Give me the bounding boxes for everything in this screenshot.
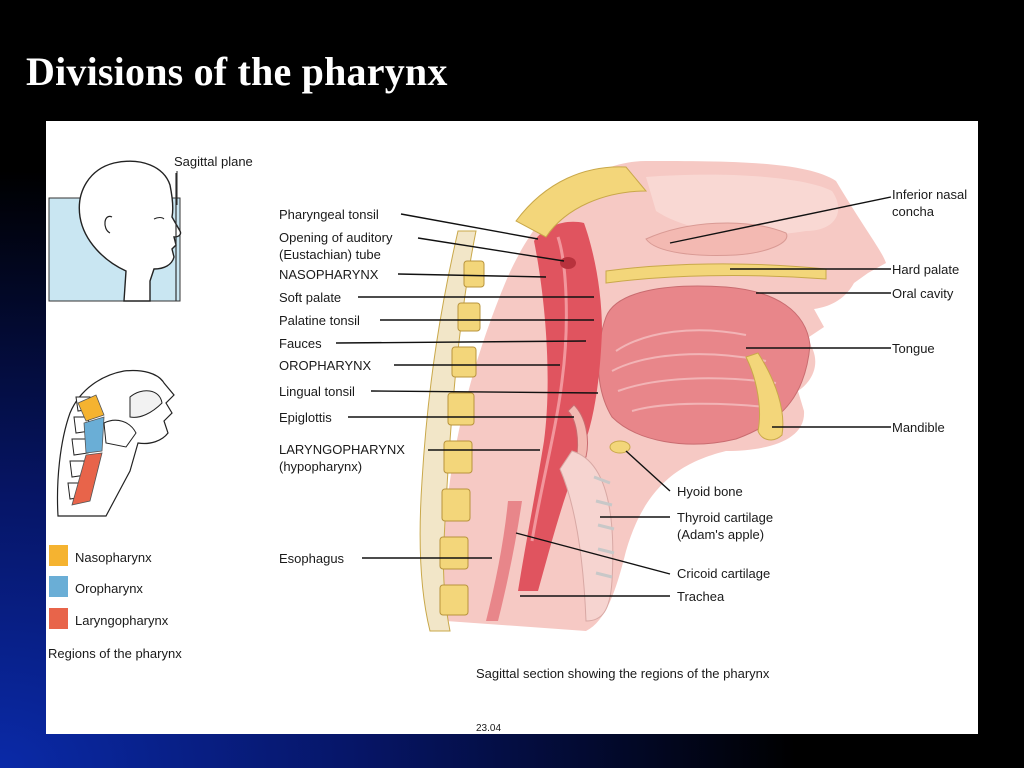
diagram-panel: Sagittal plane Nasopharynx Oropharynx La… xyxy=(46,121,978,734)
label-thyroid-line2: (Adam's apple) xyxy=(677,527,764,542)
label-laryngopharynx-line2: (hypopharynx) xyxy=(279,459,362,474)
regions-mini-diagram xyxy=(56,369,175,517)
legend-label-oropharynx: Oropharynx xyxy=(75,581,143,596)
label-fauces: Fauces xyxy=(279,336,322,351)
label-inferior-nasal-line1: Inferior nasal xyxy=(892,187,967,202)
label-hard-palate: Hard palate xyxy=(892,262,959,277)
label-pharyngeal-tonsil: Pharyngeal tonsil xyxy=(279,207,379,222)
label-thyroid-line1: Thyroid cartilage xyxy=(677,510,773,525)
legend-swatch-nasopharynx xyxy=(49,545,68,566)
label-epiglottis: Epiglottis xyxy=(279,410,332,425)
legend-label-nasopharynx: Nasopharynx xyxy=(75,550,152,565)
leader-lines xyxy=(335,196,892,597)
pharynx-diagram: Sagittal plane Nasopharynx Oropharynx La… xyxy=(48,154,967,734)
sagittal-plane-label: Sagittal plane xyxy=(174,154,253,169)
label-palatine-tonsil: Palatine tonsil xyxy=(279,313,360,328)
label-auditory-tube-line2: (Eustachian) tube xyxy=(279,247,381,262)
label-laryngopharynx-line1: LARYNGOPHARYNX xyxy=(279,442,405,457)
label-auditory-tube-line1: Opening of auditory xyxy=(279,230,393,245)
slide-title: Divisions of the pharynx xyxy=(26,49,448,94)
legend-swatch-oropharynx xyxy=(49,576,68,597)
label-trachea: Trachea xyxy=(677,589,725,604)
label-oral-cavity: Oral cavity xyxy=(892,286,954,301)
head-profile-icon xyxy=(48,160,182,302)
legend-swatch-laryngopharynx xyxy=(49,608,68,629)
regions-caption: Regions of the pharynx xyxy=(48,646,182,661)
label-lingual-tonsil: Lingual tonsil xyxy=(279,384,355,399)
label-cricoid-cartilage: Cricoid cartilage xyxy=(677,566,770,581)
figure-caption: Sagittal section showing the regions of … xyxy=(476,666,770,681)
label-esophagus: Esophagus xyxy=(279,551,345,566)
label-inferior-nasal-line2: concha xyxy=(892,204,935,219)
label-tongue: Tongue xyxy=(892,341,935,356)
label-hyoid-bone: Hyoid bone xyxy=(677,484,743,499)
label-soft-palate: Soft palate xyxy=(279,290,341,305)
label-mandible: Mandible xyxy=(892,420,945,435)
figure-number: 23.04 xyxy=(476,723,501,734)
label-oropharynx: OROPHARYNX xyxy=(279,358,372,373)
label-nasopharynx: NASOPHARYNX xyxy=(279,267,379,282)
sagittal-section-illustration xyxy=(419,161,886,632)
legend-label-laryngopharynx: Laryngopharynx xyxy=(75,613,169,628)
